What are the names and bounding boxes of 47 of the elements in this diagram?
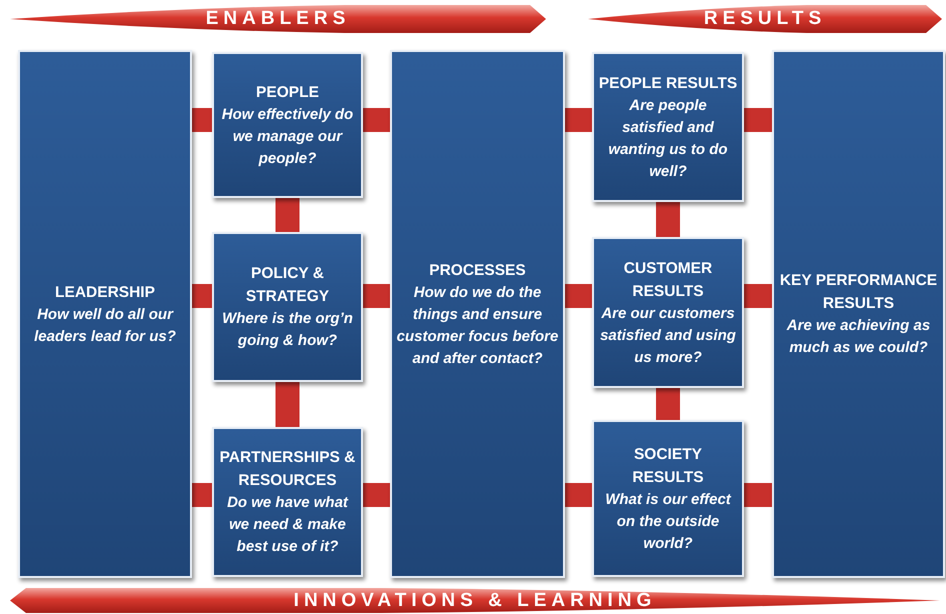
- connector-bar: [192, 483, 212, 507]
- connector-bar: [363, 108, 390, 132]
- connector-bar: [276, 382, 300, 427]
- banner-label: INNOVATIONS & LEARNING: [294, 590, 656, 612]
- criterion-question: How do we do the things and ensure customer focus before and after contact?: [396, 282, 559, 368]
- connector-bar: [276, 198, 300, 232]
- criterion-title: PARTNERSHIPS & RESOURCES: [218, 448, 356, 491]
- connector-bar: [565, 483, 592, 507]
- connector-bar: [744, 284, 772, 308]
- criterion-title: LEADERSHIP: [55, 282, 155, 302]
- criterion-question: Are our customers satisfied and using us more?: [599, 304, 737, 368]
- connector-bar: [744, 108, 772, 132]
- criterion-box: [212, 52, 363, 198]
- criterion-question: What is our effect on the outside world?: [604, 490, 732, 554]
- criterion-box: [592, 420, 744, 577]
- banner-label: ENABLERS: [206, 8, 350, 30]
- connector-bar: [744, 483, 772, 507]
- criterion-question: How well do all our leaders lead for us?: [33, 304, 177, 346]
- connector-bar: [192, 284, 212, 308]
- connector-bar: [565, 108, 592, 132]
- criterion-box: [390, 50, 565, 578]
- banner-arrow: [588, 5, 942, 33]
- criterion-box: [212, 232, 363, 382]
- connector-bar: [656, 202, 680, 237]
- criterion-box: [772, 50, 945, 578]
- criterion-question: Where is the org’n going & how?: [221, 309, 354, 351]
- criterion-title: PEOPLE: [256, 82, 319, 102]
- criterion-box: [18, 50, 192, 578]
- criterion-box: [592, 52, 744, 202]
- criterion-title: KEY PERFORMANCE RESULTS: [778, 271, 938, 314]
- criterion-question: Are people satisfied and wanting us to do well?: [607, 96, 729, 182]
- criterion-box: [592, 237, 744, 388]
- criterion-box: [212, 427, 363, 577]
- connector-bar: [363, 284, 390, 308]
- criterion-question: Do we have what we need & make best use of it?: [226, 493, 350, 557]
- banner-label: RESULTS: [704, 8, 826, 30]
- criterion-title: PEOPLE RESULTS: [598, 74, 738, 94]
- criterion-title: POLICY & STRATEGY: [244, 264, 330, 307]
- connector-bar: [565, 284, 592, 308]
- criterion-question: How effectively do we manage our people?: [220, 104, 354, 168]
- criterion-title: SOCIETY RESULTS: [631, 444, 705, 488]
- criterion-question: Are we achieving as much as we could?: [786, 316, 932, 358]
- connector-bar: [192, 108, 212, 132]
- criterion-title: CUSTOMER RESULTS: [622, 258, 714, 302]
- criterion-title: PROCESSES: [429, 260, 526, 280]
- connector-bar: [656, 388, 680, 420]
- connector-bar: [363, 483, 390, 507]
